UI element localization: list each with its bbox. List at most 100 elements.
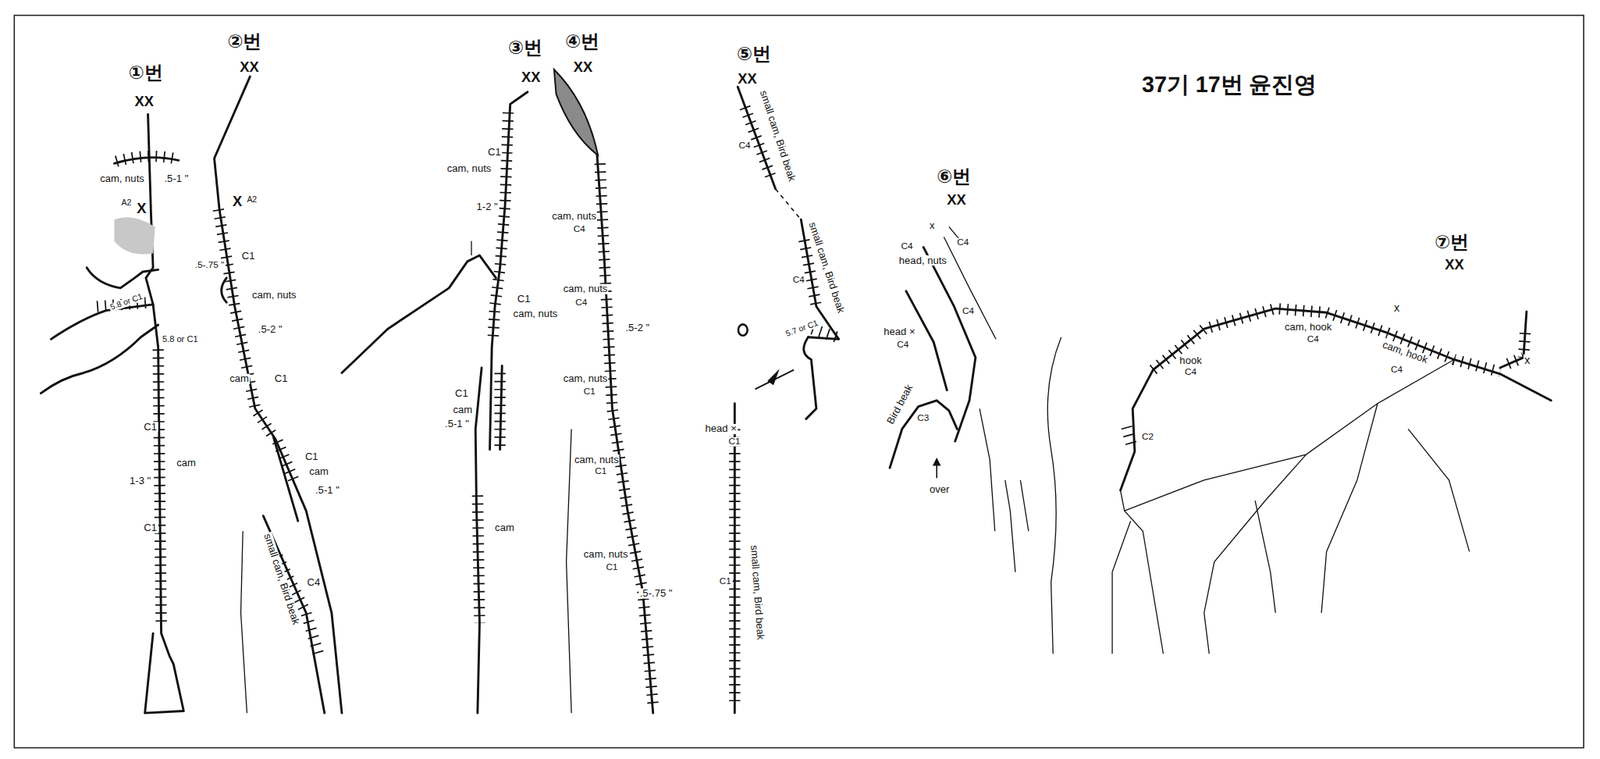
gear-label: C4: [956, 238, 971, 248]
tick-marks: [116, 156, 179, 162]
gear-label: cam: [308, 466, 330, 477]
gear-label: C4: [792, 275, 807, 285]
gear-label: C1: [142, 522, 158, 534]
gear-label: 1-2 ": [475, 202, 499, 213]
gear-label: Bird beak: [885, 381, 916, 427]
rock-line: [1255, 500, 1276, 613]
gear-label: C1: [593, 466, 608, 477]
route-number: XX: [1443, 257, 1465, 272]
frame: [14, 15, 1584, 748]
belay-ring: [738, 323, 748, 335]
crack-line: [145, 114, 185, 714]
gear-label: cam, nuts: [561, 373, 608, 384]
route-number: XX: [520, 69, 542, 84]
gear-label: .5-1 ": [163, 173, 189, 184]
dashed-line: [775, 188, 802, 220]
gear-label: cam: [175, 457, 197, 468]
gear-label: A2: [120, 199, 132, 207]
rock-line: [241, 530, 248, 713]
crack-line: [500, 365, 503, 449]
gear-label: cam: [228, 373, 250, 384]
gear-label: C1: [583, 387, 598, 397]
gear-label: C4: [1305, 334, 1320, 345]
gear-label: cam: [494, 522, 516, 534]
gear-label: C4: [961, 305, 976, 316]
tick-marks: [218, 209, 274, 438]
rock-line: [1204, 454, 1307, 654]
gear-label: cam: [451, 404, 473, 415]
gear-label: hook: [1178, 355, 1203, 366]
rock-line: [470, 241, 472, 256]
tick-marks: [1152, 308, 1501, 372]
route-number: X: [231, 194, 244, 209]
crack-line: [475, 367, 482, 713]
gear-label: cam, hook: [1379, 338, 1430, 366]
route-number: ⑤번: [736, 45, 772, 64]
tick-marks: [158, 348, 162, 625]
crack-line: [803, 337, 817, 420]
gear-label: C1: [516, 294, 532, 305]
tick-marks: [803, 239, 817, 306]
ridge-line: [341, 255, 496, 373]
gear-label: C2: [1141, 431, 1156, 441]
route-number: ①번: [127, 63, 164, 82]
gear-label: cam, nuts: [583, 549, 630, 560]
tick-marks: [494, 372, 505, 449]
gear-label: C3: [916, 413, 931, 424]
gear-label: C1: [142, 421, 158, 432]
rock-line: [1005, 480, 1016, 573]
rock-line: [1047, 337, 1061, 655]
gear-label: C1: [727, 437, 742, 447]
route-number: XX: [133, 93, 155, 108]
gear-label: C4: [572, 224, 587, 235]
gear-label: C1: [273, 373, 288, 384]
rock-patch: [113, 216, 155, 254]
gear-label: C4: [896, 340, 911, 350]
ledge-line: [40, 324, 158, 394]
arrow-head: [932, 457, 941, 466]
gear-label: C1: [604, 562, 619, 573]
title: 37기 17번 윤진영: [1141, 73, 1318, 96]
gear-label: .5-1 ": [314, 484, 341, 495]
rock-line: [1124, 359, 1455, 511]
gear-label: C1: [304, 451, 320, 462]
arch-line: [1120, 308, 1552, 491]
route-number: ④번: [564, 32, 601, 52]
gear-label: .5-2 ": [256, 324, 283, 335]
arrow-head: [767, 368, 780, 385]
rock-patch: [554, 69, 598, 156]
tick-marks: [600, 163, 654, 704]
crack-line: [733, 403, 736, 713]
crack-line: [490, 92, 528, 450]
route-number: XX: [945, 192, 968, 207]
tick-marks: [277, 440, 297, 485]
gear-label: C1: [241, 251, 256, 262]
gear-label: cam, nuts: [573, 454, 620, 465]
gear-label: cam, nuts: [99, 173, 146, 184]
tick-marks: [812, 328, 837, 337]
route-number: ⑦번: [1433, 232, 1470, 252]
gear-label: C4: [1184, 367, 1199, 377]
gear-label: 5.7 or C1: [783, 319, 820, 339]
gear-label: small cam, Bird beak: [261, 531, 302, 627]
gear-label: C1: [454, 387, 470, 399]
crack-line: [214, 76, 342, 713]
rock-line: [1321, 403, 1378, 613]
gear-label: x: [928, 220, 936, 232]
gear-label: head ×: [704, 423, 738, 434]
gear-label: C4: [899, 241, 914, 252]
rock-line: [566, 428, 573, 713]
route-number: ⑥번: [935, 167, 972, 187]
rock-line: [1408, 428, 1469, 552]
gear-label: head, nuts: [898, 255, 949, 266]
gear-label: cam, nuts: [561, 284, 608, 295]
gear-label: small cam, Bird beak: [748, 543, 766, 641]
rock-line: [979, 408, 996, 531]
route-number: XX: [238, 59, 260, 74]
gear-label: cam, nuts: [512, 308, 559, 319]
crack-line: [597, 152, 654, 713]
crack-line: [906, 291, 947, 391]
route-number: ②번: [226, 32, 263, 52]
ledge-line: [86, 267, 159, 288]
